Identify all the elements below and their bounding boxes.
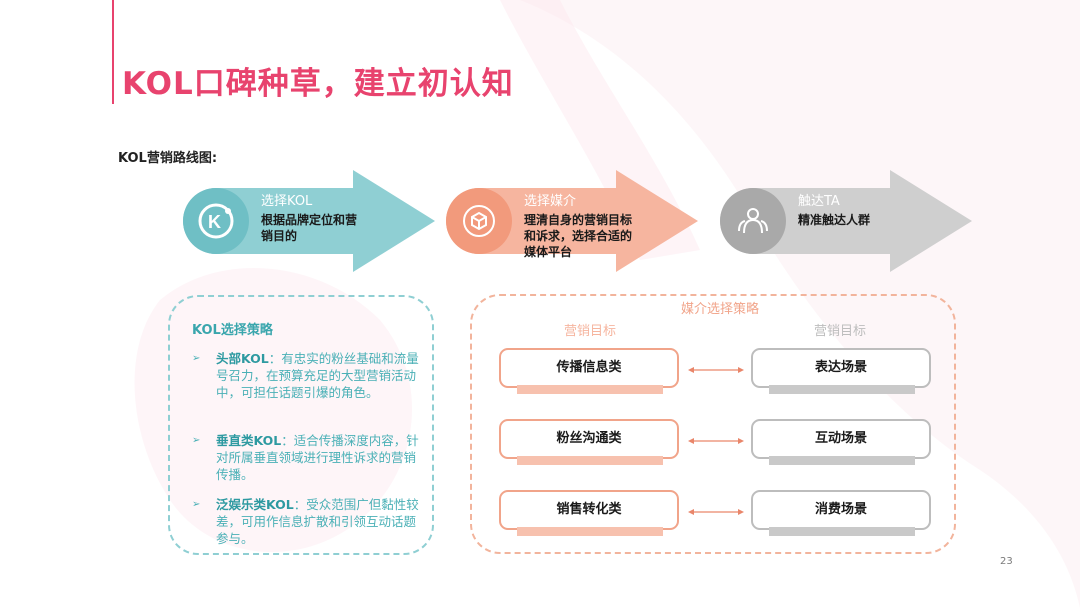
step-title: 选择KOL (261, 194, 313, 209)
step-arrow (446, 170, 698, 272)
media-scene-label: 互动场景 (814, 431, 867, 446)
step-description: 根据品牌定位和营销目的 (261, 213, 358, 243)
kol-type-name: 垂直类KOL (216, 433, 282, 448)
list-item: ➢ 头部KOL：有忠实的粉丝基础和流量号召力，在预算充足的大型营销活动中，可担任… (192, 350, 420, 401)
media-scene-label: 表达场景 (814, 360, 867, 375)
media-scene-pill: 互动场景 (751, 419, 931, 465)
page-number: 23 (1000, 556, 1013, 567)
media-goal-pill: 粉丝沟通类 (499, 419, 679, 465)
title-accent-bar (112, 0, 114, 104)
cube-network-icon (446, 188, 512, 254)
kol-type-name: 泛娱乐类KOL (216, 497, 294, 512)
media-goal-label: 粉丝沟通类 (556, 431, 622, 446)
double-arrow-icon (688, 367, 744, 373)
double-arrow-icon (688, 438, 744, 444)
media-goal-pill: 销售转化类 (499, 490, 679, 536)
media-scene-pill: 表达场景 (751, 348, 931, 394)
step-arrow (720, 170, 972, 272)
media-strategy-box (470, 294, 956, 554)
kol-type-text: ：适合传播深度内容，针对所属垂直领域进行理性诉求的营销传播。 (216, 433, 419, 482)
double-arrow-icon (688, 509, 744, 515)
right-column-label: 营销目标 (813, 324, 866, 339)
step-select-media: 选择媒介 理清自身的营销目标和诉求，选择合适的媒体平台 (446, 170, 698, 272)
media-scene-label: 消费场景 (814, 502, 867, 517)
step-reach-ta: 触达TA 精准触达人群 (720, 170, 972, 272)
step-description: 精准触达人群 (798, 213, 871, 227)
arrow-bullet-icon: ➢ (192, 499, 201, 510)
roadmap-label: KOL营销路线图: (118, 151, 218, 166)
step-description: 理清自身的营销目标和诉求，选择合适的媒体平台 (524, 213, 633, 259)
step-arrow (183, 170, 435, 272)
media-scene-pill: 消费场景 (751, 490, 931, 536)
media-strategy-title: 媒介选择策略 (680, 302, 759, 317)
media-goal-pill: 传播信息类 (499, 348, 679, 394)
kol-strategy-box: KOL选择策略 ➢ 头部KOL：有忠实的粉丝基础和流量号召力，在预算充足的大型营… (168, 295, 434, 555)
step-title: 触达TA (798, 194, 840, 209)
people-group-icon (720, 188, 786, 254)
svg-text:K: K (208, 212, 221, 232)
list-item: ➢ 垂直类KOL：适合传播深度内容，针对所属垂直领域进行理性诉求的营销传播。 (192, 432, 420, 483)
step-title: 选择媒介 (524, 194, 577, 209)
kol-type-text: ：受众范围广但黏性较差，可用作信息扩散和引领互动话题参与。 (216, 497, 419, 546)
page-title: KOL口碑种草，建立初认知 (122, 66, 514, 102)
media-goal-label: 传播信息类 (556, 360, 622, 375)
left-column-label: 营销目标 (563, 324, 616, 339)
kol-logo-icon: K (183, 188, 249, 254)
arrow-bullet-icon: ➢ (192, 353, 201, 364)
arrow-bullet-icon: ➢ (192, 435, 201, 446)
kol-type-text: ：有忠实的粉丝基础和流量号召力，在预算充足的大型营销活动中，可担任话题引爆的角色… (216, 351, 419, 400)
kol-strategy-title: KOL选择策略 (192, 323, 273, 338)
media-goal-label: 销售转化类 (556, 502, 622, 517)
list-item: ➢ 泛娱乐类KOL：受众范围广但黏性较差，可用作信息扩散和引领互动话题参与。 (192, 496, 420, 547)
kol-type-name: 头部KOL (216, 351, 269, 366)
step-select-kol: K 选择KOL 根据品牌定位和营销目的 (183, 170, 435, 272)
